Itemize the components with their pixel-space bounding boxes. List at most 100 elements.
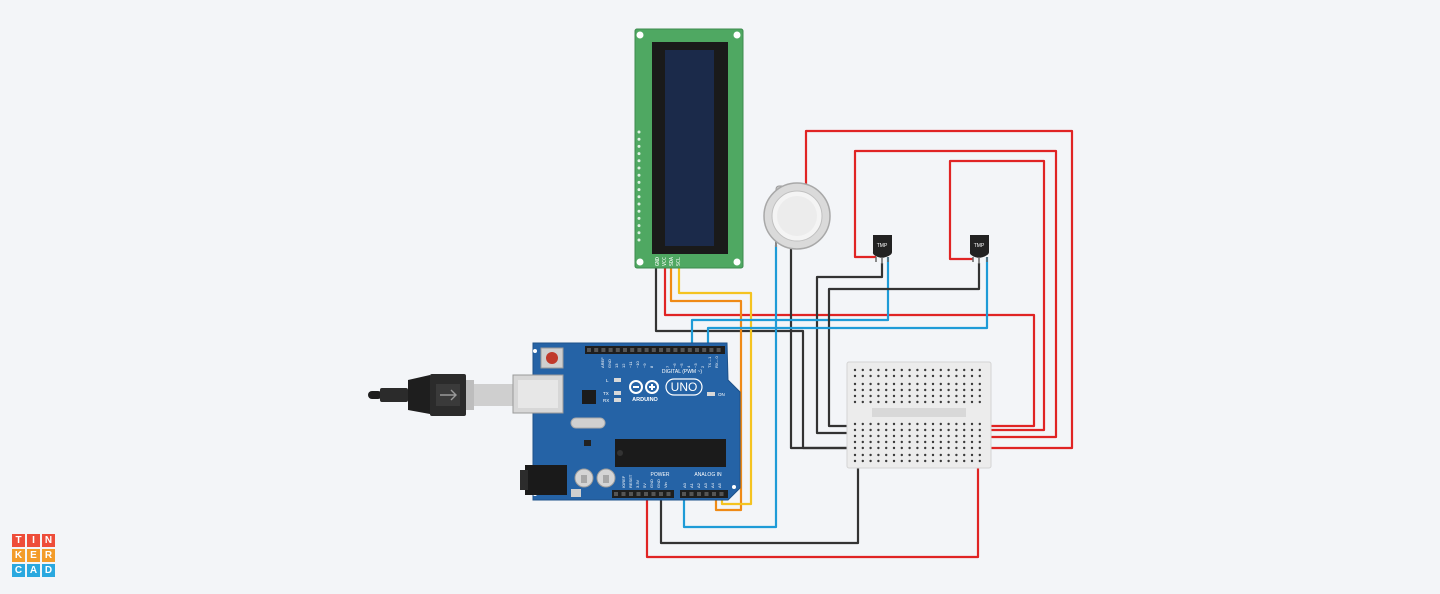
header-hole bbox=[621, 492, 626, 496]
wires bbox=[645, 129, 1074, 559]
hole bbox=[900, 422, 903, 426]
wire-gas-vcc[interactable] bbox=[804, 129, 1074, 450]
wire-tmp2-vcc[interactable] bbox=[948, 159, 1046, 432]
hole bbox=[900, 374, 903, 378]
hole bbox=[877, 368, 880, 372]
digital-pin-label: ~9 bbox=[642, 363, 647, 368]
hole bbox=[853, 459, 857, 463]
arduino-uno[interactable]: UNO ARDUINO DIGITAL (PWM ~) ON POWER ANA… bbox=[512, 342, 741, 501]
tinkercad-logo[interactable]: T I N K E R C A D bbox=[12, 534, 57, 579]
digital-pin-label: ~10 bbox=[635, 360, 640, 368]
lcd-pin-labels: GND VCC SDA SCL bbox=[655, 257, 682, 266]
hole bbox=[931, 368, 935, 372]
wire-gas-signal[interactable] bbox=[682, 245, 778, 529]
hole bbox=[931, 446, 935, 450]
hole bbox=[637, 231, 641, 235]
tmp-sensor-2-label: TMP bbox=[974, 243, 985, 249]
hole bbox=[978, 434, 981, 438]
wire-tmp2-signal[interactable] bbox=[706, 257, 989, 349]
wire-lcd-sda[interactable] bbox=[669, 266, 743, 512]
header-hole bbox=[608, 348, 613, 352]
lcd-pin-scl: SCL bbox=[676, 257, 682, 266]
hole bbox=[947, 388, 950, 392]
header-hole bbox=[695, 348, 699, 352]
wire-tmp1-gnd[interactable] bbox=[815, 263, 884, 435]
hole bbox=[955, 446, 958, 450]
tmp-sensor-1[interactable]: TMP bbox=[872, 235, 892, 264]
lcd-module[interactable]: GND VCC SDA SCL bbox=[634, 28, 744, 269]
wire-lcd-vcc[interactable] bbox=[663, 266, 1036, 428]
hole bbox=[900, 400, 903, 404]
digital-pin-label: AREF bbox=[600, 357, 605, 368]
hole bbox=[955, 428, 958, 432]
logo-letter: N bbox=[42, 534, 55, 547]
led-label-tx: TX bbox=[603, 391, 609, 396]
wire-gas-gnd[interactable] bbox=[789, 245, 852, 450]
hole bbox=[885, 459, 888, 463]
hole bbox=[978, 382, 981, 386]
hole bbox=[916, 459, 919, 463]
hole bbox=[955, 394, 958, 398]
hole bbox=[963, 459, 966, 463]
hole bbox=[869, 459, 872, 463]
header-hole bbox=[697, 492, 701, 496]
tmp-sensor-2[interactable]: TMP bbox=[969, 235, 989, 264]
wire-arduino-5v[interactable] bbox=[645, 454, 980, 559]
power-pin-label: GND bbox=[649, 479, 654, 488]
header-hole bbox=[651, 348, 656, 352]
hole bbox=[869, 394, 872, 398]
hole bbox=[939, 374, 942, 378]
hole bbox=[900, 440, 903, 444]
hole bbox=[861, 374, 864, 378]
hole bbox=[637, 130, 641, 134]
hole bbox=[978, 388, 981, 392]
digital-pin-label: 7 bbox=[665, 365, 670, 368]
usb-cable[interactable] bbox=[368, 374, 514, 416]
hole bbox=[978, 459, 981, 463]
hole bbox=[908, 422, 911, 426]
hole bbox=[900, 394, 903, 398]
wire-lcd-scl[interactable] bbox=[677, 266, 753, 506]
hole bbox=[955, 422, 958, 426]
hole bbox=[924, 394, 927, 398]
hole bbox=[931, 382, 935, 386]
wire-arduino-gnd[interactable] bbox=[659, 454, 860, 545]
hole bbox=[970, 428, 974, 432]
hole bbox=[955, 453, 958, 457]
hole bbox=[892, 422, 896, 426]
hole bbox=[947, 394, 950, 398]
hole bbox=[970, 382, 974, 386]
tmp-sensor-1-label: TMP bbox=[877, 243, 888, 249]
hole bbox=[900, 368, 903, 372]
hole bbox=[853, 422, 857, 426]
power-label: POWER bbox=[651, 472, 670, 478]
header-hole bbox=[623, 348, 627, 352]
hole bbox=[877, 374, 880, 378]
header-hole bbox=[666, 348, 671, 352]
logo-letter: D bbox=[42, 564, 55, 577]
wire-tmp1-vcc[interactable] bbox=[853, 149, 1058, 439]
hole bbox=[877, 382, 880, 386]
hole bbox=[924, 428, 927, 432]
hole bbox=[931, 374, 935, 378]
header-hole bbox=[687, 348, 692, 352]
hole bbox=[885, 400, 888, 404]
hole bbox=[861, 400, 864, 404]
hole bbox=[955, 434, 958, 438]
hole bbox=[869, 388, 872, 392]
hole bbox=[892, 368, 896, 372]
hole bbox=[963, 388, 966, 392]
lcd-pin-sda: SDA bbox=[669, 257, 675, 266]
hole bbox=[869, 368, 872, 372]
header-hole bbox=[709, 348, 714, 352]
hole bbox=[877, 394, 880, 398]
hole bbox=[978, 446, 981, 450]
hole bbox=[970, 459, 974, 463]
breadboard[interactable] bbox=[846, 361, 992, 469]
hole bbox=[900, 382, 903, 386]
gas-sensor[interactable] bbox=[763, 182, 831, 250]
wire-tmp2-gnd[interactable] bbox=[827, 263, 981, 428]
digital-pin-label: ~5 bbox=[679, 363, 684, 368]
hole bbox=[916, 453, 919, 457]
